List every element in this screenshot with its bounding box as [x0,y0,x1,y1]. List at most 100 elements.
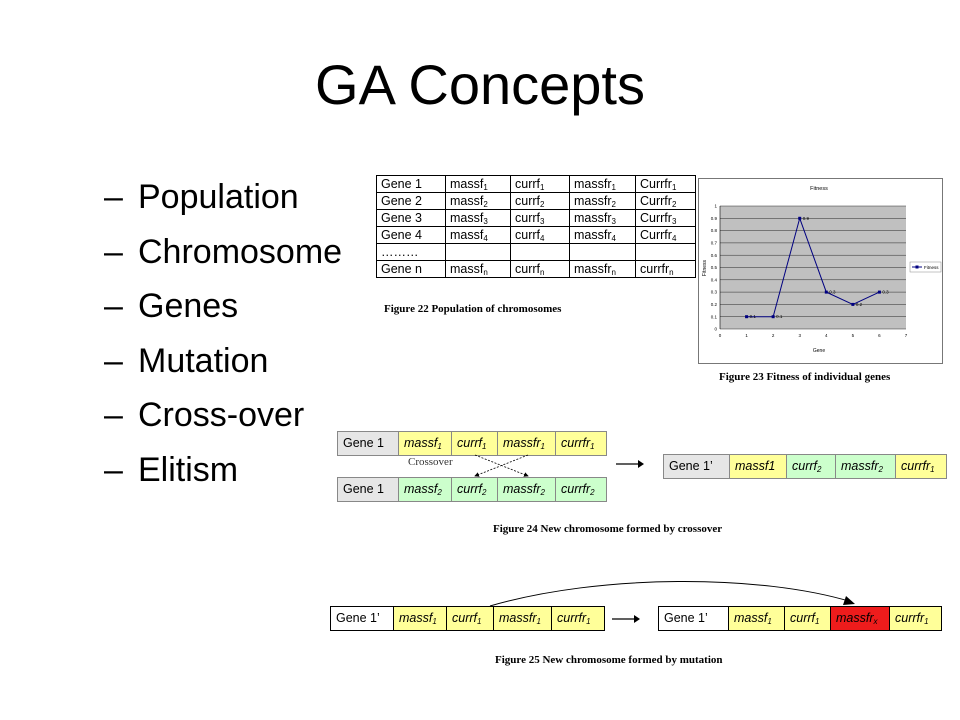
table-cell: currfn [510,260,570,278]
mutation-arrow [489,581,855,607]
figure-23-caption: Figure 23 Fitness of individual genes [719,371,891,383]
crossover-label: Crossover [408,456,453,468]
table-cell: Gene 3 [376,209,446,227]
table-row: Gene n massfn currfn massfrn currfrn [376,260,696,278]
x-tick-label: 1 [745,333,748,338]
data-label: 0.3 [882,290,889,295]
bullet-text: Chromosome [138,232,343,271]
gene-cell: massf1 [729,607,785,630]
dash-marker: – [104,287,123,325]
table-cell: Gene n [376,260,446,278]
table-row: ……… [376,243,696,261]
bullet-item: –Population [104,176,342,231]
gene-cell: massfr1 [498,432,556,455]
dash-marker: – [104,450,123,489]
y-tick-label: 0.7 [711,241,718,246]
table-cell: currf3 [510,209,570,227]
gene-label: Gene 1’ [659,607,729,630]
chart-title: Fitness [810,186,828,192]
bullet-list: –Population –Chromosome –Genes –Mutation… [104,176,342,503]
gene-cell: massfr1 [494,607,552,630]
data-label: 0.3 [829,290,836,295]
table-cell: massfr2 [569,192,636,210]
table-cell: Currfr1 [635,175,696,193]
table-cell: massfn [445,260,511,278]
figure-24-caption: Figure 24 New chromosome formed by cross… [493,523,723,535]
gene-cell: massfr2 [498,478,556,501]
data-label: 0.9 [803,216,810,221]
table-cell: Gene 1 [376,175,446,193]
gene-cell: currf1 [447,607,494,630]
gene-cell: currf2 [787,455,836,478]
y-axis-label: Fitness [702,259,708,276]
population-table: Gene 1 massf1 currf1 massfr1 Currfr1 Gen… [376,175,696,278]
data-point [771,315,775,319]
bullet-item: –Elitism [104,449,342,504]
y-tick-label: 0.2 [711,302,718,307]
gene-cell: currfr1 [890,607,941,630]
dash-marker: – [104,396,123,434]
figure-25-caption: Figure 25 New chromosome formed by mutat… [495,654,723,666]
gene-cell: massf1 [394,607,447,630]
table-cell: Currfr3 [635,209,696,227]
gene-label: Gene 1 [338,432,399,455]
table-cell: massf3 [445,209,511,227]
table-cell: massf2 [445,192,511,210]
figure-22-caption: Figure 22 Population of chromosomes [384,303,562,315]
table-row: Gene 4 massf4 currf4 massfr4 Currfr4 [376,226,696,244]
table-cell: massf4 [445,226,511,244]
table-cell: Gene 2 [376,192,446,210]
x-tick-label: 5 [852,333,855,338]
y-tick-label: 0.9 [711,216,718,221]
table-cell: massf1 [445,175,511,193]
table-cell: ……… [376,243,446,261]
y-tick-label: 0.1 [711,314,718,319]
table-cell [510,243,570,261]
mutated-gene-cell: massfrx [831,607,890,630]
bullet-item: –Mutation [104,340,342,395]
table-cell [445,243,511,261]
data-point [798,216,802,220]
gene-cell: currfr2 [556,478,606,501]
y-tick-label: 0.3 [711,290,718,295]
slide-title: GA Concepts [315,53,645,116]
y-tick-label: 0.6 [711,253,718,258]
parent2-chromosome: Gene 1 massf2 currf2 massfr2 currfr2 [337,477,607,502]
x-axis-label: Gene [813,348,825,354]
gene-cell: currfr1 [896,455,946,478]
gene-cell: currf1 [452,432,498,455]
right-arrow-icon [612,615,640,623]
table-cell: massfr4 [569,226,636,244]
bullet-text: Population [138,178,299,216]
data-point [851,302,855,306]
table-cell: Gene 4 [376,226,446,244]
table-row: Gene 1 massf1 currf1 massfr1 Currfr1 [376,175,696,193]
table-cell: currf4 [510,226,570,244]
table-cell: Currfr2 [635,192,696,210]
dash-marker: – [104,341,123,380]
data-label: 0.2 [856,302,863,307]
table-row: Gene 2 massf2 currf2 massfr2 Currfr2 [376,192,696,210]
data-point [745,315,749,319]
x-tick-label: 3 [798,333,801,338]
legend-label: Fitness [924,265,939,270]
gene-cell: massf1 [730,455,787,478]
before-mutation-chromosome: Gene 1’ massf1 currf1 massfr1 currfr1 [330,606,605,631]
x-tick-label: 6 [878,333,881,338]
crossover-arrows [474,454,529,477]
y-tick-label: 0.5 [711,265,718,270]
data-point [824,290,828,294]
y-tick-label: 0.4 [711,277,718,282]
table-cell: currfrn [635,260,696,278]
gene-label: Gene 1’ [664,455,730,478]
bullet-text: Genes [138,287,239,325]
gene-cell: massf1 [399,432,452,455]
table-cell: currf2 [510,192,570,210]
bullet-item: –Genes [104,285,342,340]
gene-cell: currfr1 [556,432,606,455]
data-label: 0.1 [776,314,783,319]
bullet-item: –Chromosome [104,231,342,286]
data-label: 0.1 [750,314,757,319]
y-tick-label: 1 [714,204,717,209]
gene-cell: massf2 [399,478,452,501]
